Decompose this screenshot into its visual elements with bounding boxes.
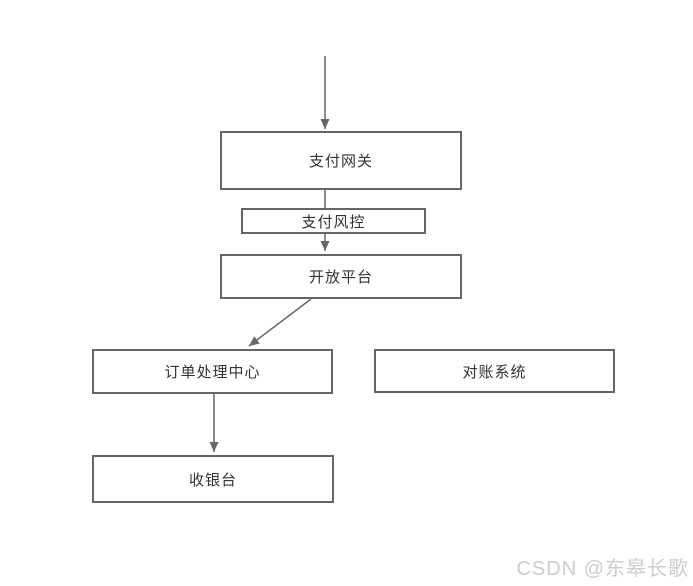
watermark: CSDN @东皋长歌 — [516, 558, 689, 580]
node-open-platform-label: 开放平台 — [308, 269, 373, 286]
node-cashier: 收银台 — [92, 455, 334, 503]
node-cashier-label: 收银台 — [188, 471, 237, 489]
arrow-open-platform-to-order-center — [248, 298, 312, 347]
node-order-processing-center: 订单处理中心 — [92, 349, 333, 394]
node-payment-gateway: 支付网关 — [220, 131, 462, 190]
node-reconciliation-system: 对账系统 — [374, 349, 615, 393]
node-payment-risk-control-label: 支付风控 — [301, 213, 366, 231]
node-payment-risk-control: 支付风控 — [241, 208, 426, 234]
node-order-processing-center-label: 订单处理中心 — [164, 364, 261, 381]
node-open-platform: 开放平台 — [220, 254, 462, 299]
node-reconciliation-system-label: 对账系统 — [462, 363, 527, 381]
node-payment-gateway-label: 支付网关 — [308, 153, 373, 170]
